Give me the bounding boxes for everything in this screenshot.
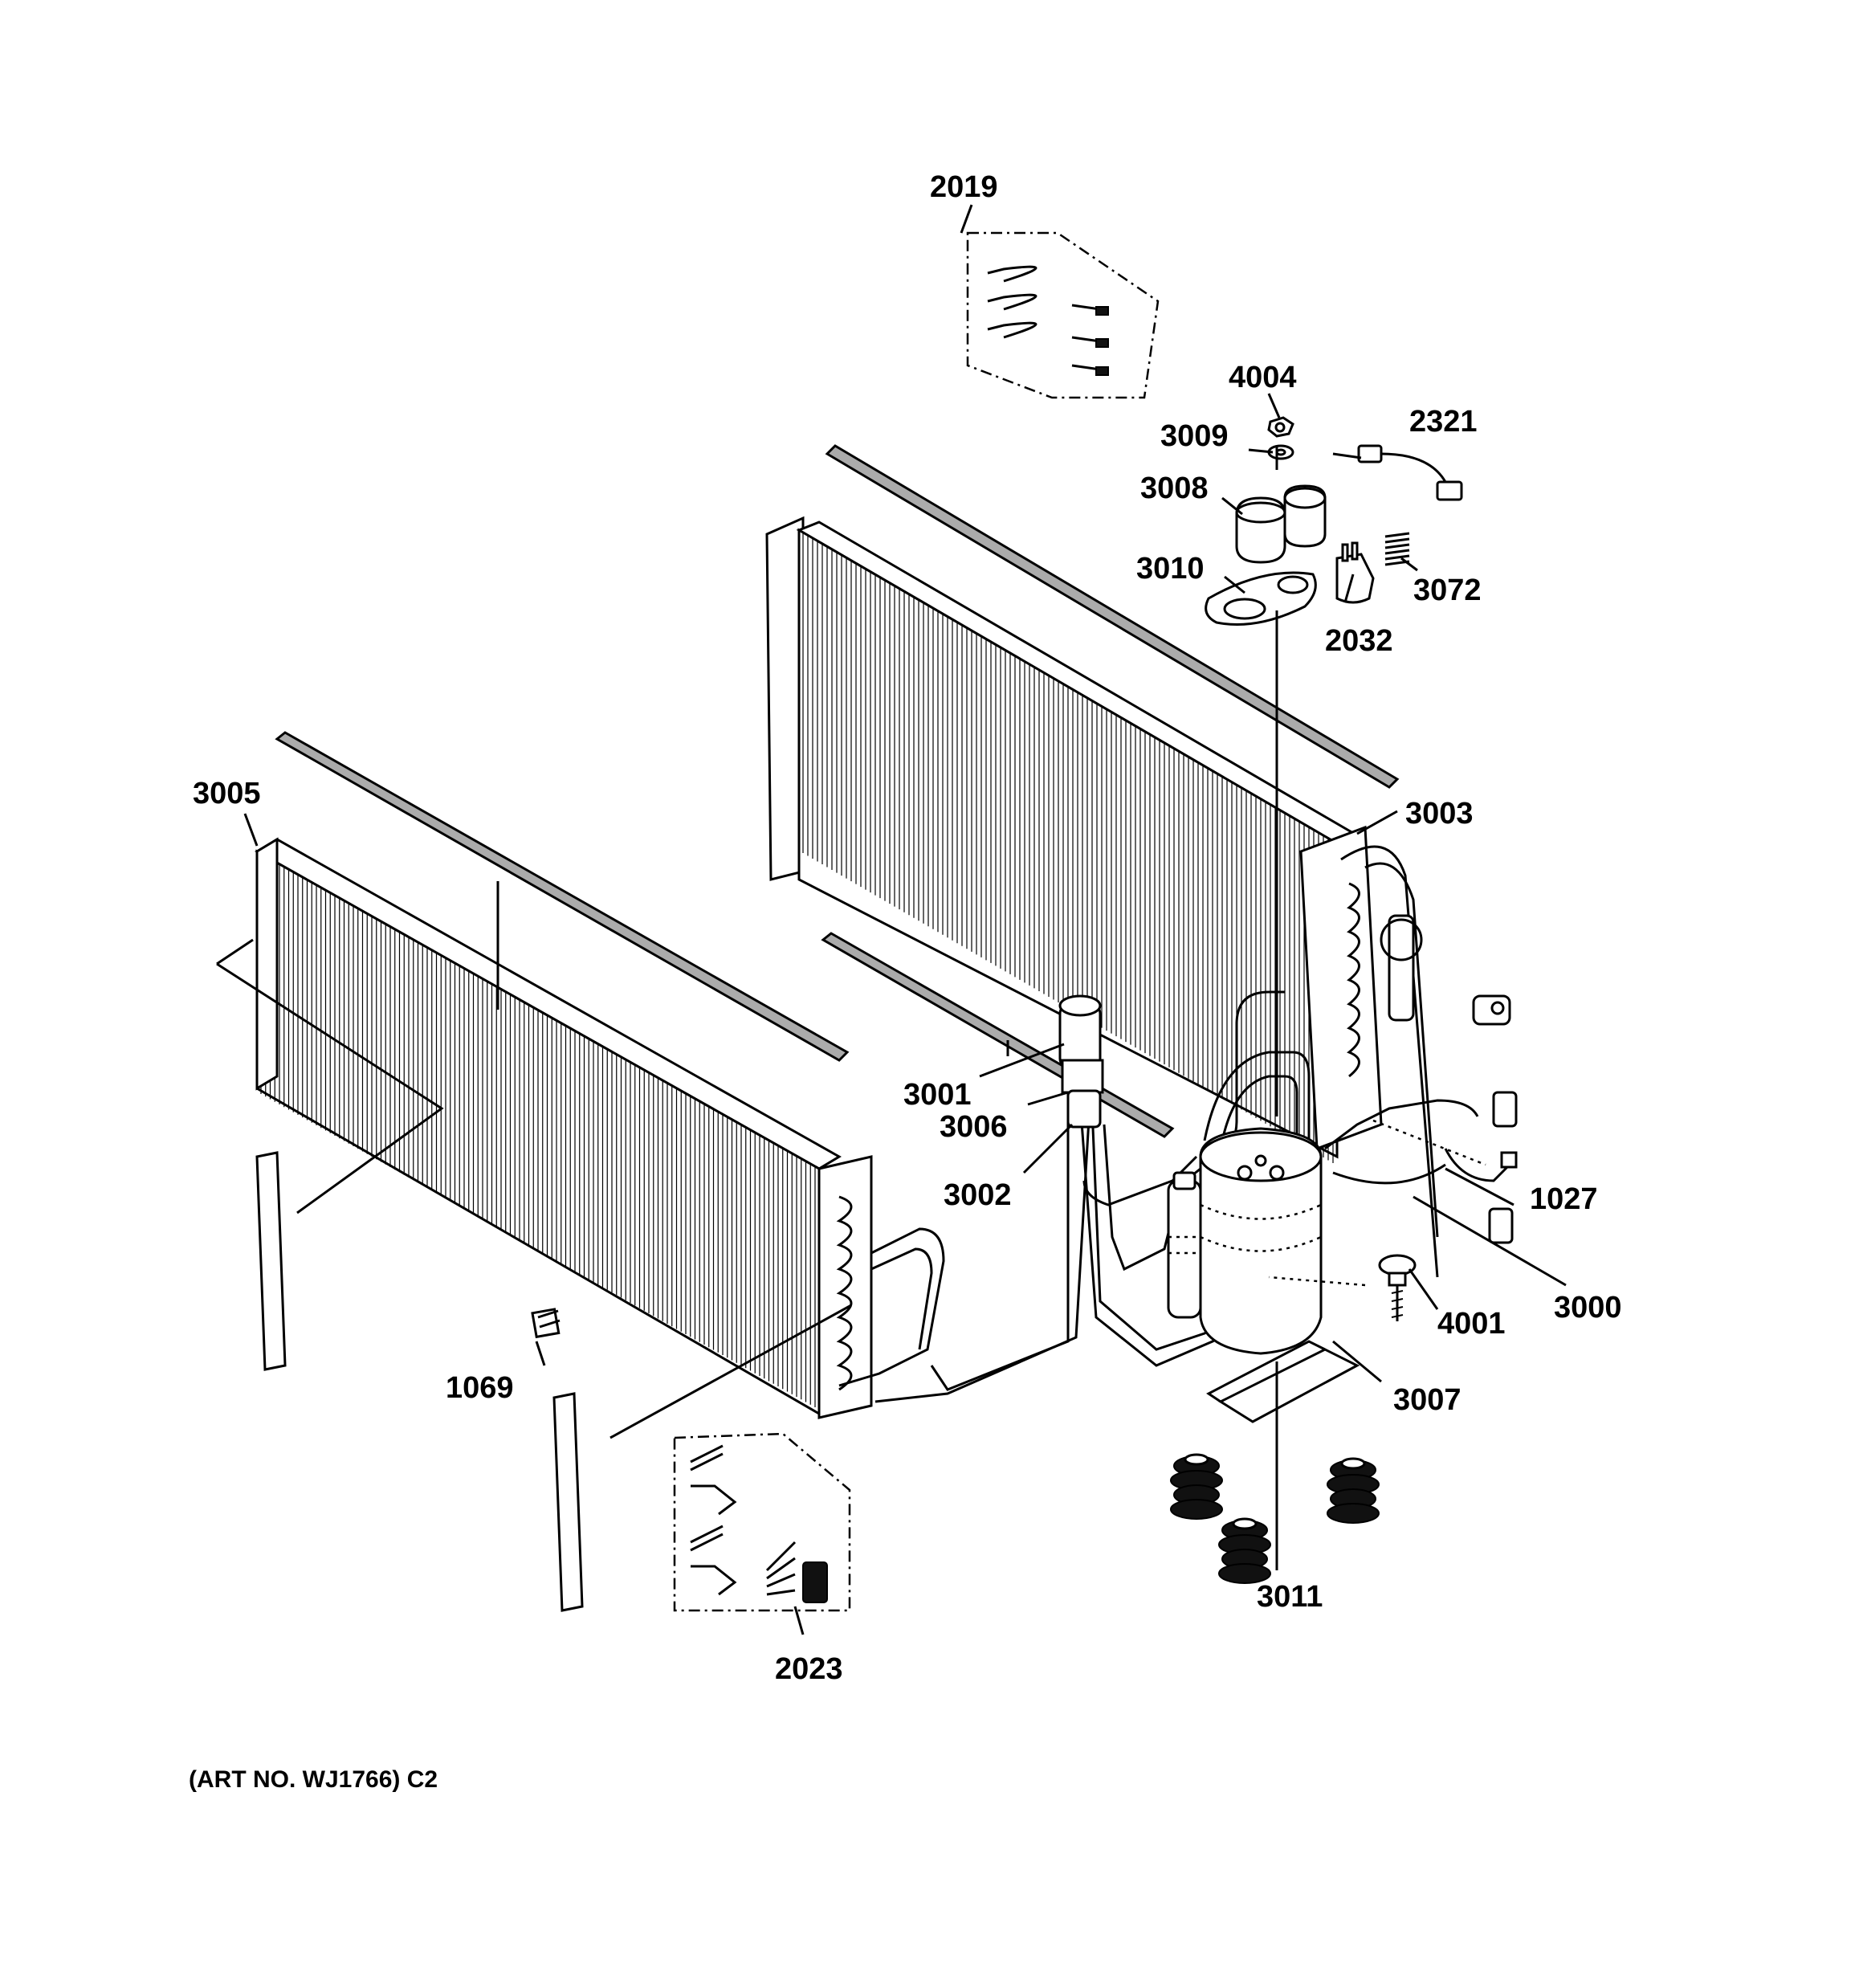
thermistor-clip-a[interactable] [1492, 1091, 1518, 1128]
wire-connector-kit[interactable] [673, 1432, 851, 1612]
terminal-gasket[interactable] [1205, 571, 1317, 626]
screw[interactable] [1378, 1254, 1417, 1321]
grommet-top [1340, 1457, 1366, 1470]
strainer [1388, 914, 1415, 1022]
overload-protector[interactable] [1335, 541, 1375, 604]
grommet[interactable] [1327, 1457, 1380, 1524]
grommet-top [1232, 1517, 1258, 1530]
label-3001: 3001 [903, 1078, 972, 1112]
label-3006: 3006 [940, 1110, 1008, 1144]
evaporator-top-seal [275, 731, 850, 1062]
condenser-coil[interactable] [765, 444, 1400, 1163]
retaining-spring[interactable] [1384, 532, 1410, 566]
label-4004: 4004 [1229, 361, 1297, 394]
thermistor-sensor[interactable] [1444, 1148, 1518, 1182]
thermistor-clip-b[interactable] [1488, 1207, 1514, 1244]
grommet-ring [1170, 1499, 1223, 1520]
label-2023: 2023 [775, 1652, 843, 1686]
label-2321: 2321 [1409, 405, 1478, 439]
part-labels: 2019 4004 3009 2321 3008 3010 3072 2032 … [193, 170, 1622, 1686]
label-3011: 3011 [1257, 1580, 1323, 1614]
clip-part[interactable] [531, 1308, 561, 1339]
label-1069: 1069 [446, 1371, 514, 1405]
label-4001: 4001 [1437, 1307, 1506, 1341]
overload-lead[interactable] [1357, 444, 1463, 501]
label-3009: 3009 [1160, 419, 1229, 453]
art-number: (ART NO. WJ1766) C2 [189, 1766, 438, 1793]
grommets[interactable] [1170, 1453, 1380, 1584]
foam-strip-left[interactable] [255, 1151, 287, 1371]
condenser-top-seal [825, 444, 1400, 789]
filter-drier[interactable] [1058, 994, 1104, 1129]
thermistor-holder[interactable] [1472, 994, 1511, 1026]
grommet[interactable] [1218, 1517, 1271, 1584]
condenser-return-bends [1340, 845, 1439, 1278]
nut[interactable] [1267, 416, 1294, 438]
label-3072: 3072 [1413, 574, 1482, 607]
label-3003: 3003 [1405, 797, 1474, 831]
wire-harness-kit[interactable] [966, 231, 1160, 399]
evaporator-coil[interactable] [255, 731, 873, 1419]
condenser-end-plate [765, 516, 805, 881]
label-3008: 3008 [1140, 471, 1209, 505]
foam-strip-bottom[interactable] [552, 1392, 584, 1612]
label-3002: 3002 [944, 1178, 1012, 1212]
label-3000: 3000 [1554, 1291, 1622, 1325]
label-2019: 2019 [930, 170, 998, 204]
evaporator-end-plate [255, 837, 279, 1091]
label-3005: 3005 [193, 777, 261, 810]
terminal-cover[interactable] [1235, 484, 1327, 564]
label-3010: 3010 [1136, 552, 1205, 586]
grommet-top [1184, 1453, 1209, 1466]
label-1027: 1027 [1530, 1182, 1598, 1216]
label-2032: 2032 [1325, 624, 1393, 658]
compressor[interactable] [1167, 1127, 1360, 1423]
leader-lines [216, 204, 1567, 1635]
label-3007: 3007 [1393, 1383, 1461, 1417]
grommet[interactable] [1170, 1453, 1223, 1520]
grommet-ring [1218, 1563, 1271, 1584]
grommet-ring [1327, 1503, 1380, 1524]
